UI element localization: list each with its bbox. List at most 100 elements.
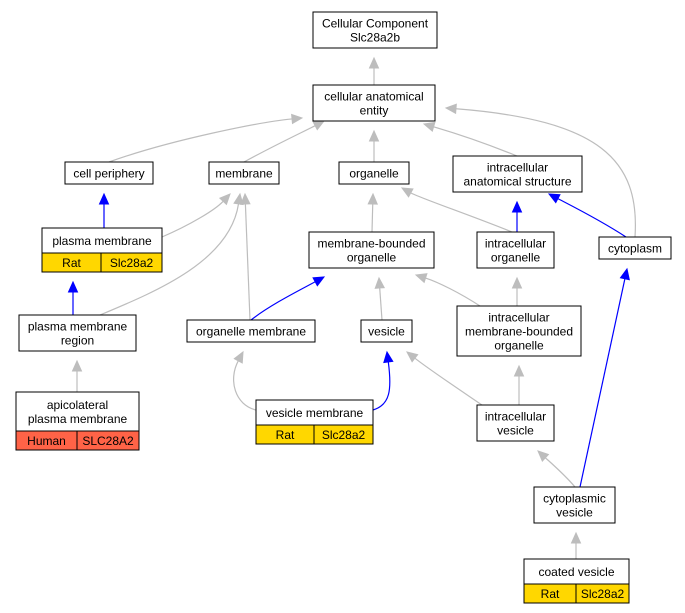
node-box xyxy=(18,314,137,352)
node-label-line: organelle xyxy=(347,251,397,265)
edge-pmr-to-membrane xyxy=(99,192,244,316)
edge-line xyxy=(433,126,518,157)
gene-cell xyxy=(100,252,163,273)
node-label-line: entity xyxy=(360,104,389,118)
edge-line xyxy=(243,125,316,163)
node-label-line: vesicle membrane xyxy=(266,406,364,420)
edge-arrowhead xyxy=(218,193,231,206)
edge-cv-to-cyto xyxy=(579,267,630,488)
edge-arrowhead xyxy=(67,280,79,293)
edge-vm-to-om xyxy=(233,350,257,411)
edge-coated-to-cv xyxy=(570,531,582,559)
edge-arrowhead xyxy=(547,193,561,204)
node-label-line: organelle xyxy=(494,339,544,353)
node-cyto[interactable]: cytoplasm xyxy=(598,236,672,260)
edge-ias-to-cae xyxy=(422,121,518,157)
edge-mbo-to-organelle xyxy=(367,192,378,233)
node-label-line: plasma membrane xyxy=(28,320,128,334)
edge-arrowhead xyxy=(383,350,394,364)
node-om[interactable]: organelle membrane xyxy=(186,319,316,343)
edge-arrowhead xyxy=(233,350,244,364)
node-label-line: organelle xyxy=(349,167,399,181)
edge-line xyxy=(99,203,240,316)
edge-arrowhead xyxy=(511,276,523,289)
edge-arrowhead xyxy=(570,531,582,544)
node-box xyxy=(186,319,316,343)
edge-cyto-to-ias xyxy=(547,193,627,238)
node-label-line: organelle membrane xyxy=(196,325,306,339)
edge-pmr-to-pm xyxy=(67,280,79,315)
edge-line xyxy=(414,357,483,406)
node-label-line: vesicle xyxy=(368,325,405,339)
species-label: Rat xyxy=(276,428,295,442)
edge-line xyxy=(379,287,383,321)
edge-arrowhead xyxy=(444,103,457,115)
edge-line xyxy=(410,192,513,233)
annotation-strip: Rat Slc28a2 xyxy=(255,424,374,445)
edge-periphery-to-cae xyxy=(108,113,304,163)
node-box xyxy=(360,319,413,343)
edge-vm-to-vesicle xyxy=(372,350,394,411)
edge-pm-to-periphery xyxy=(98,192,110,228)
node-label-line: membrane-bounded xyxy=(317,237,425,251)
edge-arrowhead xyxy=(367,192,378,205)
gene-cell xyxy=(575,583,630,604)
node-box xyxy=(64,161,154,185)
edge-arrowhead xyxy=(414,273,428,284)
node-label-line: cellular anatomical xyxy=(324,90,423,104)
gene-label: SLC28A2 xyxy=(82,434,134,448)
species-label: Rat xyxy=(62,256,81,270)
edge-iv-to-imbo xyxy=(513,364,525,405)
edge-arrowhead xyxy=(537,450,550,462)
edge-line xyxy=(233,360,257,411)
gene-label: Slc28a2 xyxy=(322,428,366,442)
node-vesicle[interactable]: vesicle xyxy=(360,319,413,343)
node-label-line: coated vesicle xyxy=(538,565,614,579)
species-label: Human xyxy=(27,434,66,448)
node-box xyxy=(456,305,582,357)
node-periphery[interactable]: cell periphery xyxy=(64,161,154,185)
node-organelle[interactable]: organelle xyxy=(338,161,410,185)
edge-io-to-ias xyxy=(511,200,523,232)
edge-arrowhead xyxy=(233,192,244,206)
edge-arrowhead xyxy=(291,113,304,125)
node-label-line: plasma membrane xyxy=(28,412,128,426)
edge-line xyxy=(557,198,627,238)
edge-arrowhead xyxy=(240,192,251,205)
node-label-line: intracellular xyxy=(488,311,549,325)
edge-organelle-to-cae xyxy=(368,129,380,162)
gene-label: Slc28a2 xyxy=(110,256,154,270)
node-box xyxy=(476,404,555,442)
node-label-line: anatomical structure xyxy=(463,175,571,189)
edge-arrowhead xyxy=(71,359,83,372)
node-label-line: region xyxy=(61,334,94,348)
edge-line xyxy=(161,200,224,238)
edge-arrowhead xyxy=(312,276,326,287)
edge-arrowhead xyxy=(406,351,419,363)
node-membrane[interactable]: membrane xyxy=(208,161,280,185)
node-label-line: intracellular xyxy=(485,237,546,251)
edge-arrowhead xyxy=(368,129,380,142)
edge-apm-to-pmr xyxy=(71,359,83,392)
edge-om-to-membrane xyxy=(240,192,251,321)
edge-arrowhead xyxy=(374,276,386,289)
node-box xyxy=(598,236,672,260)
node-box xyxy=(312,11,438,49)
node-label-line: intracellular xyxy=(485,410,546,424)
node-label-line: Cellular Component xyxy=(322,17,429,31)
